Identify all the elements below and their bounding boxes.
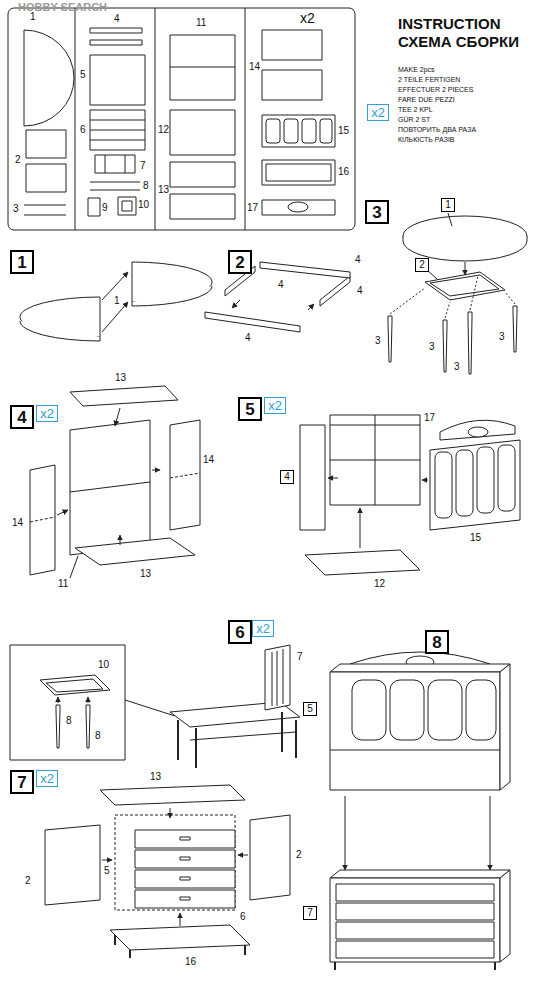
instruction-text: MAKE 2pcs [398, 66, 435, 73]
node-text: x2 [40, 407, 54, 420]
part-number-box: 5 [303, 702, 317, 716]
callout-number: 4 [278, 280, 284, 290]
callout-number: 7 [297, 652, 303, 662]
callout-number: 3 [13, 204, 19, 214]
step-number-box: 8 [425, 630, 449, 654]
callout-number: 3 [429, 342, 435, 352]
node-text: 1 [445, 200, 451, 210]
node-text: x2 [371, 106, 385, 119]
callout-number: 14 [249, 62, 260, 72]
node-text: 2 [235, 254, 244, 271]
callout-number: 4 [245, 333, 251, 343]
callout-number: 1 [30, 12, 36, 22]
callout-number: 13 [140, 569, 151, 579]
instruction-text: INSTRUCTION [398, 16, 501, 31]
callout-number: 15 [470, 533, 481, 543]
step-number-box: 5 [238, 397, 262, 421]
callout-number: 14 [203, 455, 214, 465]
step-number-box: 1 [10, 250, 34, 274]
step-number-box: 3 [365, 200, 389, 224]
callout-number: 6 [80, 125, 86, 135]
callout-number: 3 [454, 362, 460, 372]
callout-number: 3 [499, 332, 505, 342]
callout-number: 17 [247, 203, 258, 213]
part-number-box: 7 [303, 906, 317, 920]
node-text: 8 [432, 634, 441, 651]
instruction-text: КІЛЬКІСТЬ РАЗІВ [398, 136, 455, 143]
callout-number: 10 [98, 660, 109, 670]
part-number-box: 4 [280, 470, 294, 484]
callout-number: 2 [296, 850, 302, 860]
callout-number: 2 [15, 155, 21, 165]
node-text: 7 [307, 908, 313, 918]
node-text: 5 [245, 401, 254, 418]
callout-number: 3 [375, 336, 381, 346]
node-text: 5 [307, 704, 313, 714]
callout-number: 15 [338, 126, 349, 136]
callout-number: 13 [150, 772, 161, 782]
node-text: 6 [235, 624, 244, 641]
callout-number: 8 [66, 716, 72, 726]
repeat-badge: x2 [36, 405, 58, 422]
node-text: 4 [284, 472, 290, 482]
repeat-badge: x2 [367, 104, 389, 121]
node-text: x2 [268, 399, 282, 412]
callout-number: 5 [104, 866, 110, 876]
repeat-badge: x2 [252, 620, 274, 637]
callout-number: 4 [355, 255, 361, 265]
callout-number: 13 [158, 185, 169, 195]
callout-number: 10 [138, 200, 149, 210]
repeat-badge: x2 [264, 397, 286, 414]
callout-number: 11 [58, 579, 68, 589]
instruction-text: TEE 2 KPL [398, 106, 433, 113]
step-number-box: 7 [10, 770, 34, 794]
callout-number: 4 [357, 286, 363, 296]
node-text: 4 [17, 409, 26, 426]
part-number-box: 1 [441, 198, 455, 212]
callout-number: 12 [374, 579, 385, 589]
callout-number: 5 [80, 70, 86, 80]
callout-number: 2 [25, 876, 31, 886]
callout-number: 17 [424, 413, 435, 423]
part-number-box: 2 [415, 258, 429, 272]
node-text: 3 [372, 204, 381, 221]
callout-number: 7 [140, 161, 146, 171]
callout-number: 14 [12, 518, 23, 528]
instruction-text: EFFECTUER 2 PIECES [398, 86, 473, 93]
callout-number: 16 [338, 167, 349, 177]
callout-number: 8 [143, 181, 149, 191]
instruction-text: x2 [300, 11, 315, 25]
node-text: x2 [40, 772, 54, 785]
node-text: 2 [419, 260, 425, 270]
node-text: x2 [256, 622, 270, 635]
instruction-text: ПОВТОРИТЬ ДВА РАЗА [398, 126, 476, 133]
node-text: 1 [17, 254, 26, 271]
instruction-text: FARE DUE PEZZI [398, 96, 455, 103]
callout-number: 1 [114, 296, 120, 306]
instruction-text: GÜR 2 ST [398, 116, 430, 123]
step-number-box: 4 [10, 405, 34, 429]
callout-number: 12 [158, 125, 169, 135]
callout-number: 16 [185, 957, 196, 967]
callout-number: 13 [115, 373, 126, 383]
callout-number: 8 [95, 731, 101, 741]
repeat-badge: x2 [36, 770, 58, 787]
callout-number: 11 [196, 18, 206, 28]
callout-number: 4 [114, 14, 120, 24]
step-number-box: 6 [228, 620, 252, 644]
node-text: 7 [17, 774, 26, 791]
instruction-text: 2 TEILE FERTIGEN [398, 76, 460, 83]
step-number-box: 2 [228, 250, 252, 274]
sprue-frame [8, 8, 355, 230]
callout-number: 6 [240, 912, 246, 922]
callout-number: 9 [102, 203, 108, 213]
instruction-text: СХЕМА СБОРКИ [398, 34, 519, 49]
